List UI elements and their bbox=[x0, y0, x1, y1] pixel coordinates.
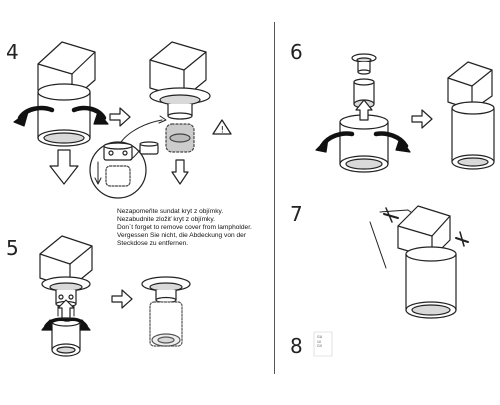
screw-icon bbox=[383, 207, 469, 247]
direction-arrow-icon bbox=[355, 99, 373, 121]
panel-divider bbox=[274, 22, 275, 374]
step-4-fixture bbox=[37, 41, 96, 147]
direction-arrow-icon bbox=[111, 289, 133, 309]
step-number-5: 5 bbox=[6, 236, 19, 260]
step-6-result-fixture bbox=[447, 61, 495, 170]
step-4-exploded-fixture bbox=[149, 41, 211, 153]
direction-arrow-icon bbox=[109, 107, 131, 127]
step-7-fixture bbox=[369, 205, 457, 319]
rotate-arrow-icon bbox=[41, 317, 91, 331]
step-8-label-text: GU 10 GX bbox=[317, 335, 323, 348]
note-line-de-1: Vergessen Sie nicht, die Abdeckung von d… bbox=[117, 232, 247, 240]
note-line-cs: Nezapomeňte sundat kryt z objímky. bbox=[117, 208, 224, 215]
direction-arrow-icon bbox=[411, 109, 433, 129]
warning-symbol: ! bbox=[221, 126, 225, 136]
note-line-de-2: Steckdose zu entfernen. bbox=[117, 240, 189, 248]
warning-triangle-icon: ! bbox=[212, 119, 232, 136]
note-line-sk: Nezabudnite zložiť kryt z objímky. bbox=[117, 216, 215, 224]
step-number-6: 6 bbox=[290, 40, 303, 64]
cover-removal-note: Nezapomeňte sundat kryt z objímky. Nezab… bbox=[117, 208, 267, 248]
step-5-fixture bbox=[39, 235, 93, 357]
step-5-result-fixture bbox=[141, 276, 191, 347]
rotate-arrow-icon bbox=[315, 131, 411, 153]
rotate-arrow-icon bbox=[13, 105, 109, 127]
step-number-4: 4 bbox=[6, 40, 19, 64]
direction-arrow-icon bbox=[49, 149, 79, 185]
step-number-7: 7 bbox=[290, 202, 303, 226]
direction-arrow-icon bbox=[171, 159, 189, 185]
step-8-label-card bbox=[313, 331, 333, 357]
direction-arrow-icon bbox=[57, 299, 75, 319]
note-line-en: Don´t forget to remove cover from lampho… bbox=[117, 224, 252, 232]
step-number-8: 8 bbox=[290, 334, 303, 358]
cover-detail-callout bbox=[89, 115, 167, 199]
